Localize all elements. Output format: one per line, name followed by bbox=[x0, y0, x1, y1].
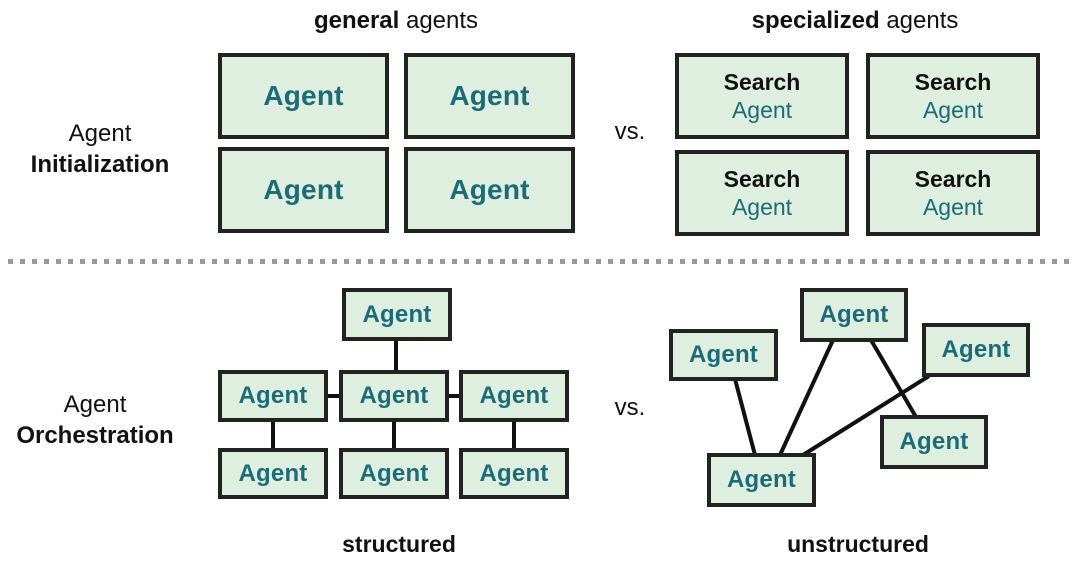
tree-agent-box-label: Agent bbox=[479, 459, 549, 487]
general-agents-title: general agents bbox=[246, 7, 546, 35]
network-agent-box-label: Agent bbox=[819, 301, 889, 328]
tree-agent-box-root: Agent bbox=[342, 288, 452, 341]
general-agent-box: Agent bbox=[218, 147, 389, 233]
network-agent-box-label: Agent bbox=[941, 336, 1011, 363]
general-agents-title-bold: general bbox=[313, 7, 400, 34]
general-agents-title-rest: agents bbox=[399, 7, 479, 34]
general-agent-box-label: Agent bbox=[263, 174, 344, 205]
general-agent-box: Agent bbox=[404, 147, 575, 233]
specialized-agents-title: specialized agents bbox=[705, 7, 1005, 35]
search-agent-box: Search Agent bbox=[675, 150, 849, 236]
agent-orchestration-label: Agent Orchestration bbox=[5, 389, 185, 451]
network-agent-box-bottom: Agent bbox=[707, 453, 816, 507]
vs-label-top: vs. bbox=[614, 118, 646, 145]
vs-label-bottom: vs. bbox=[614, 394, 646, 421]
net-edge-top-bottom bbox=[778, 339, 835, 456]
tree-agent-box-label: Agent bbox=[362, 300, 432, 328]
tree-agent-box: Agent bbox=[339, 370, 449, 422]
search-agent-box: Search Agent bbox=[675, 53, 849, 139]
tree-agent-box: Agent bbox=[459, 370, 569, 422]
agent-initialization-label: Agent Initialization bbox=[10, 118, 190, 180]
network-agent-box-label: Agent bbox=[727, 466, 796, 493]
search-agent-box-line1: Search bbox=[723, 166, 801, 192]
agent-orchestration-label-line2: Orchestration bbox=[16, 422, 174, 449]
tree-agent-box: Agent bbox=[218, 370, 328, 422]
general-agent-box: Agent bbox=[404, 53, 575, 139]
search-agent-box: Search Agent bbox=[866, 150, 1040, 236]
tree-agent-box-label: Agent bbox=[238, 382, 308, 409]
unstructured-caption: unstructured bbox=[787, 531, 929, 557]
general-agent-box-label: Agent bbox=[449, 80, 530, 111]
tree-agent-box-label: Agent bbox=[238, 459, 308, 487]
general-agent-box-label: Agent bbox=[263, 80, 344, 111]
net-edge-top-midright bbox=[869, 338, 918, 419]
search-agent-box-line1: Search bbox=[914, 69, 992, 95]
specialized-agents-title-bold: specialized bbox=[751, 7, 880, 34]
search-agent-box-line2: Agent bbox=[731, 97, 793, 123]
general-agent-box: Agent bbox=[218, 53, 389, 139]
network-agent-box-right: Agent bbox=[922, 323, 1030, 377]
tree-agent-box: Agent bbox=[459, 448, 569, 499]
tree-agent-box-label: Agent bbox=[479, 382, 549, 409]
search-agent-box-line1: Search bbox=[914, 166, 992, 192]
search-agent-box-line2: Agent bbox=[922, 194, 984, 220]
agent-initialization-label-line2: Initialization bbox=[30, 151, 170, 178]
tree-agent-box-label: Agent bbox=[359, 459, 429, 487]
tree-agent-box: Agent bbox=[218, 448, 328, 499]
general-agent-box-label: Agent bbox=[449, 174, 530, 205]
search-agent-box-line1: Search bbox=[723, 69, 801, 95]
search-agent-box-line2: Agent bbox=[922, 97, 984, 123]
tree-agent-box: Agent bbox=[339, 448, 449, 499]
agent-initialization-label-line1: Agent bbox=[68, 120, 132, 147]
section-divider bbox=[8, 259, 1072, 264]
search-agent-box: Search Agent bbox=[866, 53, 1040, 139]
network-agent-box-left: Agent bbox=[669, 329, 778, 381]
net-edge-left-bottom bbox=[733, 378, 757, 456]
network-agent-box-midright: Agent bbox=[880, 415, 988, 469]
tree-agent-box-label: Agent bbox=[359, 382, 429, 409]
specialized-agents-title-rest: agents bbox=[879, 7, 959, 34]
network-agent-box-label: Agent bbox=[899, 428, 969, 455]
network-agent-box-label: Agent bbox=[689, 341, 758, 368]
structured-caption: structured bbox=[342, 531, 456, 557]
agent-orchestration-label-line1: Agent bbox=[63, 391, 127, 418]
network-agent-box-top: Agent bbox=[800, 288, 908, 342]
search-agent-box-line2: Agent bbox=[731, 194, 793, 220]
